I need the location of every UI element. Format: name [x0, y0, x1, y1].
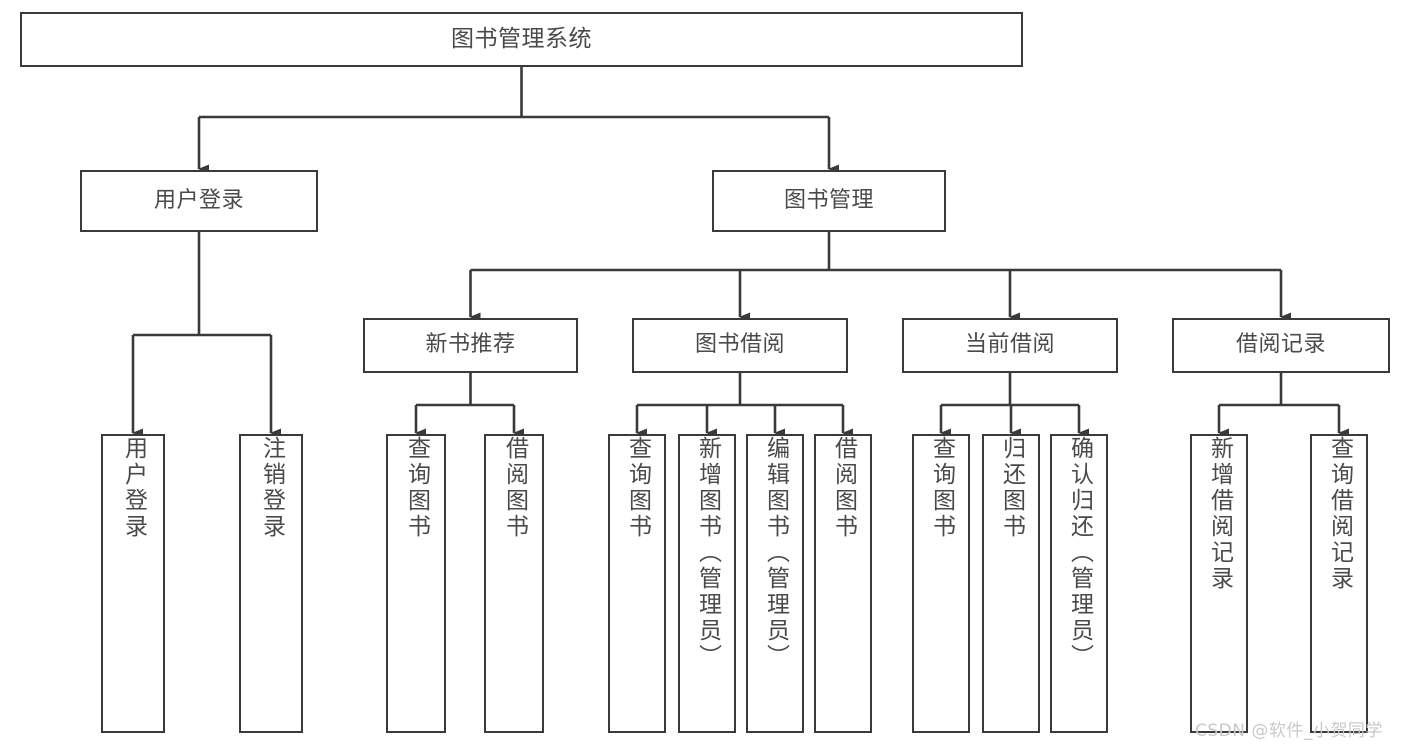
node-label: 编辑图书（管理员）	[762, 436, 789, 670]
node-label: 新增借阅记录	[1206, 436, 1233, 592]
node-label: 查询图书	[624, 436, 651, 540]
node-label: 查询借阅记录	[1326, 436, 1353, 592]
node-label: 图书借阅	[694, 332, 785, 358]
node-label: 查询图书	[928, 436, 955, 540]
node-borrow-records[interactable]: 借阅记录	[1172, 318, 1390, 373]
node-label: 注销登录	[258, 436, 285, 540]
node-user-login-do[interactable]: 用户登录	[101, 434, 165, 733]
node-return-book[interactable]: 归还图书	[982, 434, 1040, 733]
node-label: 图书管理	[783, 187, 874, 213]
node-book-management[interactable]: 图书管理	[712, 170, 946, 232]
csdn-watermark: CSDN @软件_小贺同学	[1195, 721, 1383, 741]
node-label: 当前借阅	[964, 332, 1055, 358]
node-label: 新书推荐	[425, 332, 516, 358]
node-root[interactable]: 图书管理系统	[20, 12, 1023, 67]
node-add-book-admin[interactable]: 新增图书（管理员）	[678, 434, 736, 733]
node-label: 用户登录	[120, 436, 147, 540]
node-borrow-book-2[interactable]: 借阅图书	[814, 434, 872, 733]
node-query-book-1[interactable]: 查询图书	[386, 434, 446, 733]
node-user-login[interactable]: 用户登录	[80, 170, 318, 232]
node-add-borrow-record[interactable]: 新增借阅记录	[1190, 434, 1248, 733]
node-user-logout[interactable]: 注销登录	[239, 434, 303, 733]
node-query-book-2[interactable]: 查询图书	[608, 434, 666, 733]
node-book-borrow[interactable]: 图书借阅	[632, 318, 848, 373]
node-borrow-book-1[interactable]: 借阅图书	[484, 434, 544, 733]
node-query-book-3[interactable]: 查询图书	[912, 434, 970, 733]
node-new-book-recommend[interactable]: 新书推荐	[363, 318, 578, 373]
node-label: 借阅图书	[830, 436, 857, 540]
node-confirm-return-admin[interactable]: 确认归还（管理员）	[1050, 434, 1108, 733]
node-label: 查询图书	[403, 436, 430, 540]
node-label: 图书管理系统	[451, 26, 592, 53]
node-current-borrow[interactable]: 当前借阅	[902, 318, 1118, 373]
node-label: 用户登录	[153, 187, 244, 213]
node-label: 借阅图书	[501, 436, 528, 540]
node-edit-book-admin[interactable]: 编辑图书（管理员）	[746, 434, 804, 733]
node-label: 确认归还（管理员）	[1066, 436, 1093, 670]
node-label: 借阅记录	[1235, 332, 1326, 358]
node-label: 归还图书	[998, 436, 1025, 540]
node-label: 新增图书（管理员）	[694, 436, 721, 670]
node-query-borrow-record[interactable]: 查询借阅记录	[1310, 434, 1368, 733]
